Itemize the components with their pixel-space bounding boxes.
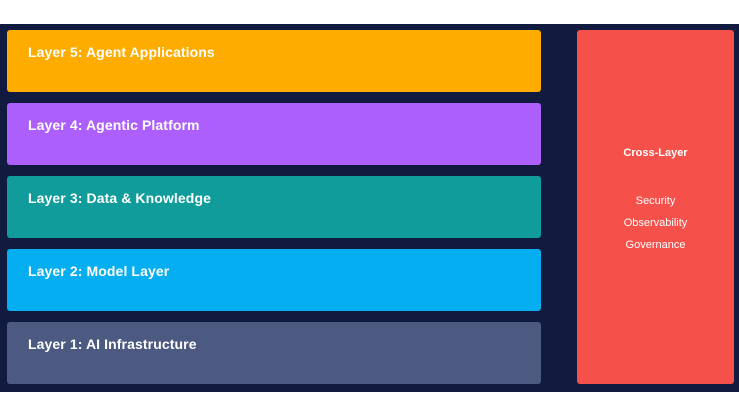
cross-layer-title: Cross-Layer: [623, 147, 688, 159]
cross-layer-item-observability: Observability: [623, 217, 688, 229]
layer-5-agent-applications: Layer 5: Agent Applications: [7, 30, 541, 92]
layer-2-model-layer: Layer 2: Model Layer: [7, 249, 541, 311]
layer-label: Layer 3: Data & Knowledge: [28, 190, 211, 206]
layer-4-agentic-platform: Layer 4: Agentic Platform: [7, 103, 541, 165]
cross-layer-list: Security Observability Governance: [577, 190, 734, 256]
cross-layer-item-governance: Governance: [625, 239, 686, 251]
layer-label: Layer 2: Model Layer: [28, 263, 170, 279]
layer-label: Layer 5: Agent Applications: [28, 44, 215, 60]
architecture-diagram: Layer 5: Agent Applications Layer 4: Age…: [0, 24, 739, 392]
layer-1-ai-infrastructure: Layer 1: AI Infrastructure: [7, 322, 541, 384]
layer-label: Layer 1: AI Infrastructure: [28, 336, 197, 352]
layer-3-data-knowledge: Layer 3: Data & Knowledge: [7, 176, 541, 238]
layer-label: Layer 4: Agentic Platform: [28, 117, 200, 133]
cross-layer-item-security: Security: [635, 195, 676, 207]
cross-layer-panel: Cross-Layer Security Observability Gover…: [577, 30, 734, 384]
